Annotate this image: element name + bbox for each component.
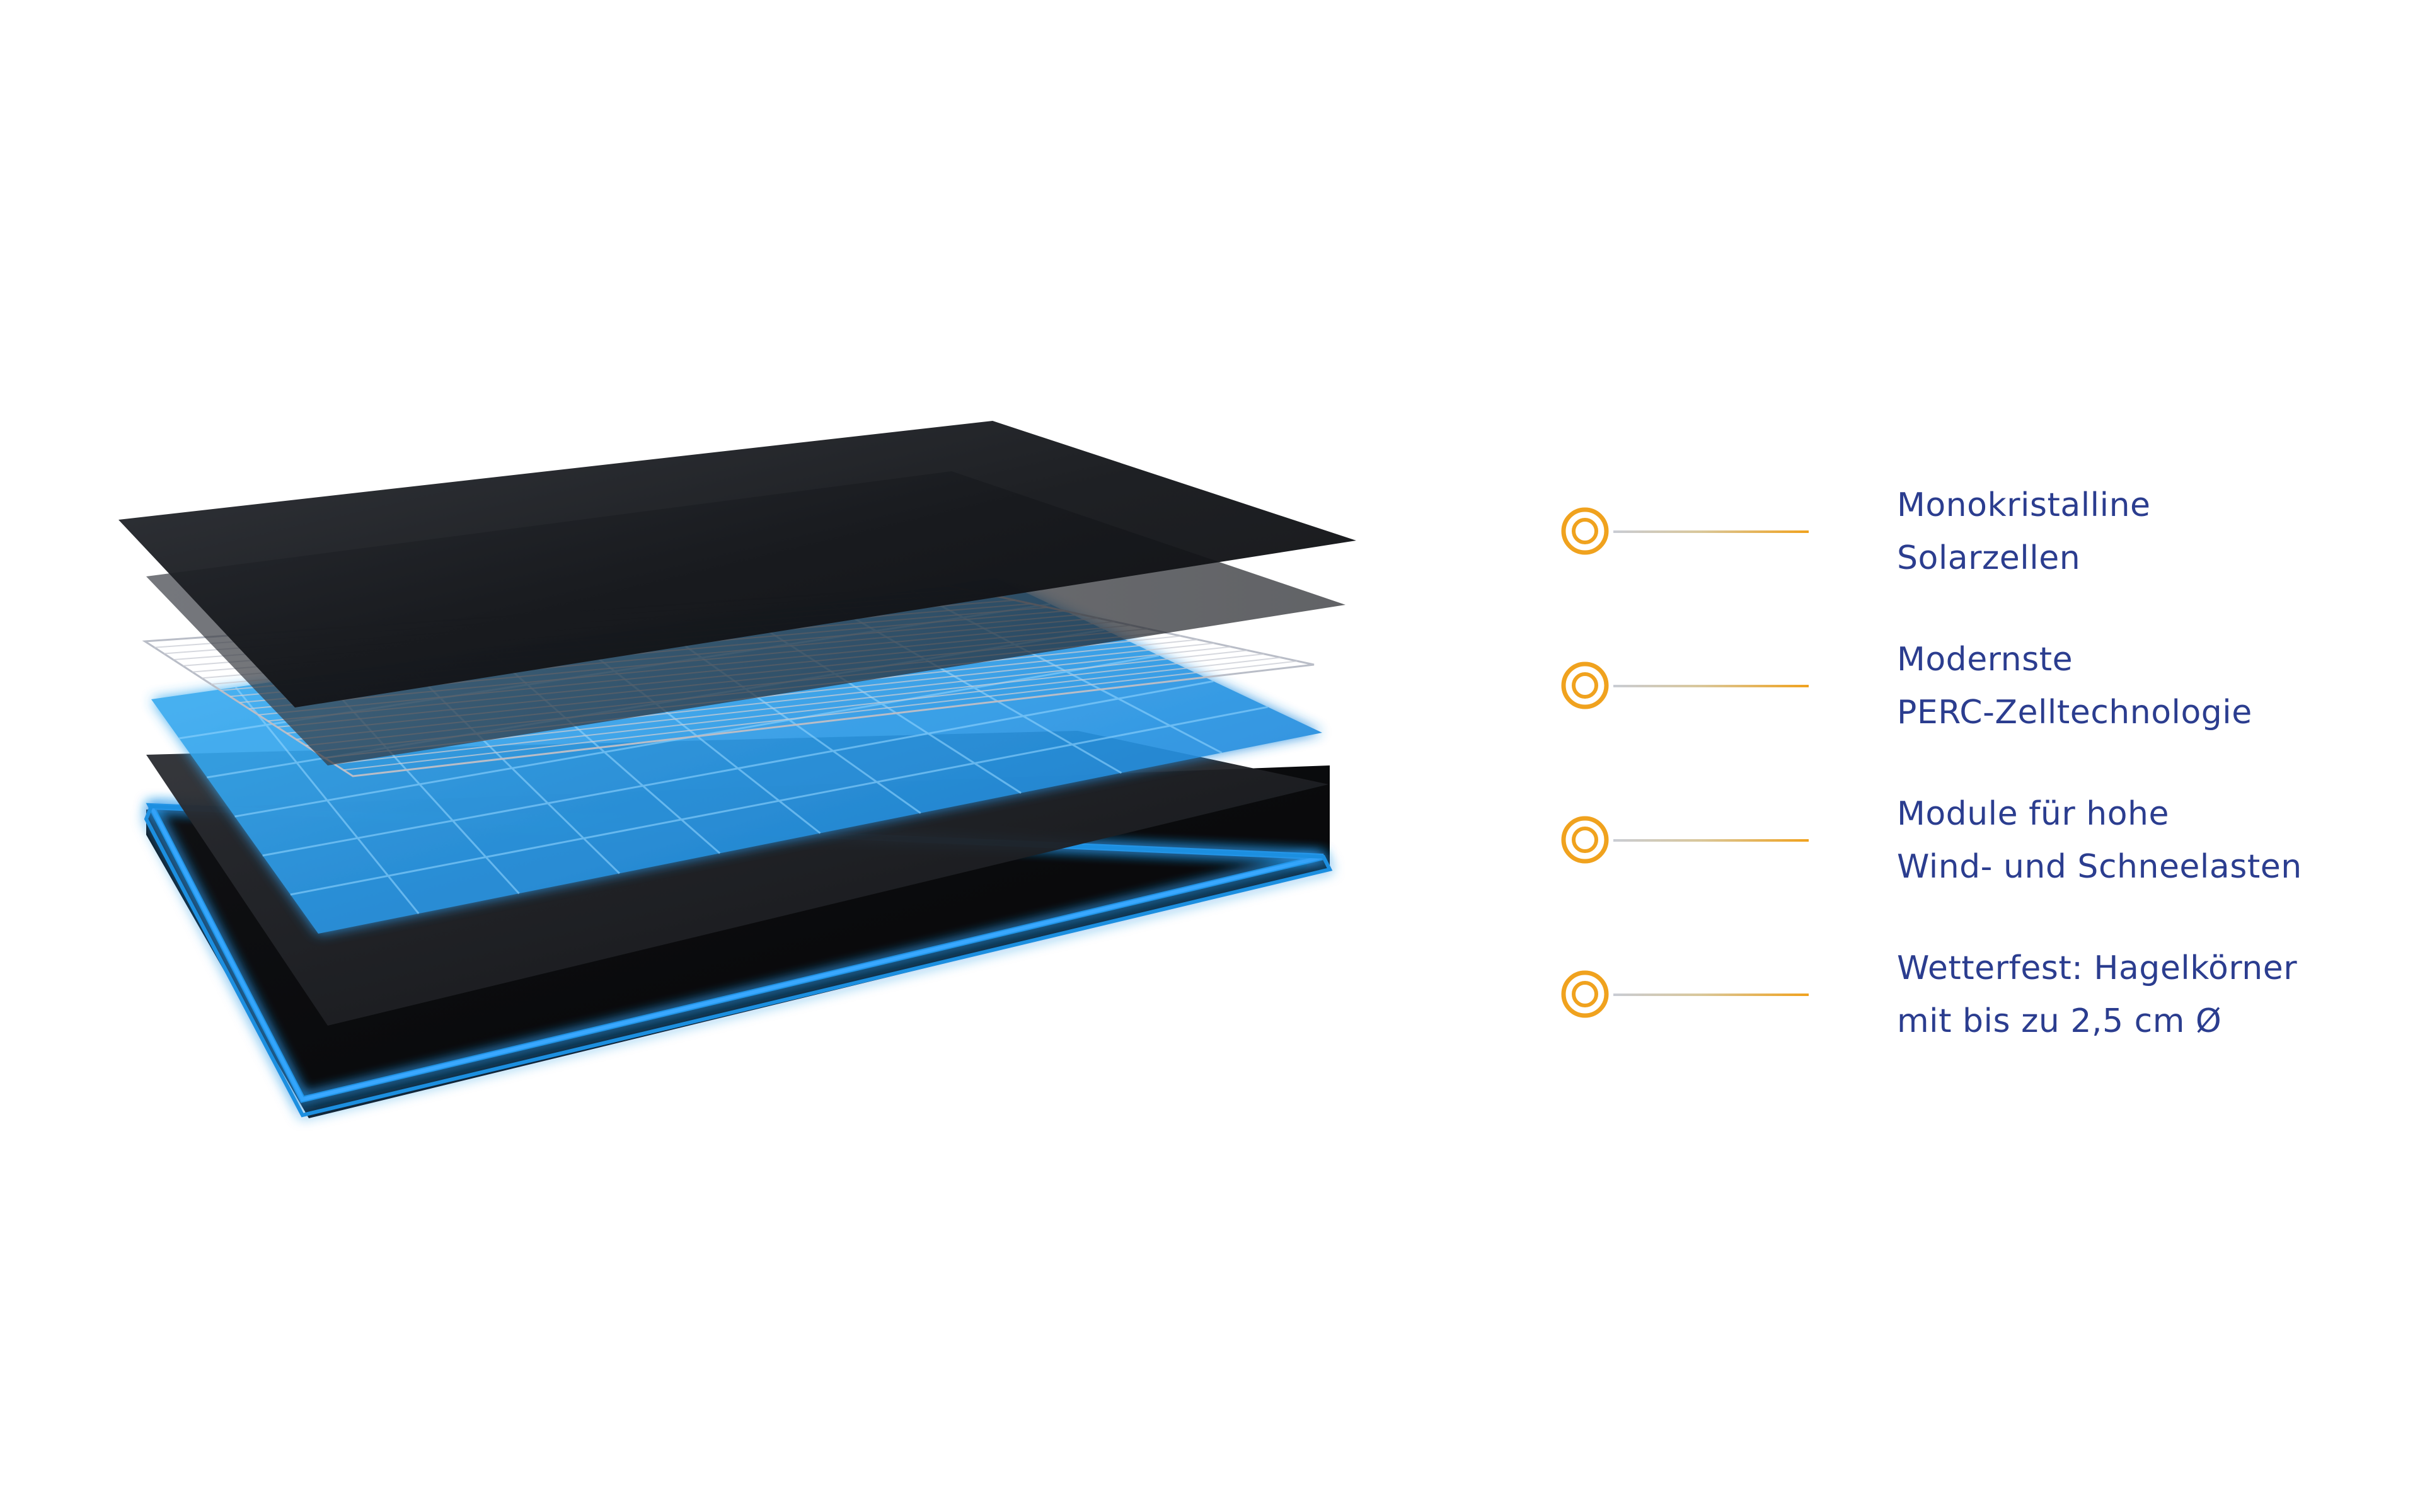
feature-connector-line xyxy=(1613,839,1809,842)
feature-label-line1: Wetterfest: Hagelkörner xyxy=(1897,942,2414,995)
target-ring-icon xyxy=(1557,503,1613,559)
feature-item-2: Modernste PERC-Zelltechnologie xyxy=(1557,633,2407,759)
feature-connector-line xyxy=(1613,994,1809,996)
feature-label: Modernste PERC-Zelltechnologie xyxy=(1897,633,2414,739)
feature-label: Module für hohe Wind- und Schneelasten xyxy=(1897,788,2414,893)
feature-connector-line xyxy=(1613,685,1809,687)
target-ring-icon xyxy=(1557,657,1613,714)
feature-label-line2: PERC-Zelltechnologie xyxy=(1897,686,2414,739)
feature-label-line1: Monokristalline xyxy=(1897,479,2414,532)
feature-label-line1: Modernste xyxy=(1897,633,2414,686)
feature-item-3: Module für hohe Wind- und Schneelasten xyxy=(1557,788,2407,914)
feature-label: Monokristalline Solarzellen xyxy=(1897,479,2414,585)
feature-label-line2: mit bis zu 2,5 cm Ø xyxy=(1897,995,2414,1048)
feature-item-4: Wetterfest: Hagelkörner mit bis zu 2,5 c… xyxy=(1557,942,2407,1068)
target-ring-icon xyxy=(1557,811,1613,868)
feature-label-line2: Wind- und Schneelasten xyxy=(1897,840,2414,893)
feature-label: Wetterfest: Hagelkörner mit bis zu 2,5 c… xyxy=(1897,942,2414,1048)
feature-label-line2: Solarzellen xyxy=(1897,532,2414,585)
feature-label-line1: Module für hohe xyxy=(1897,788,2414,840)
feature-item-1: Monokristalline Solarzellen xyxy=(1557,479,2407,605)
target-ring-icon xyxy=(1557,966,1613,1022)
feature-connector-line xyxy=(1613,530,1809,533)
